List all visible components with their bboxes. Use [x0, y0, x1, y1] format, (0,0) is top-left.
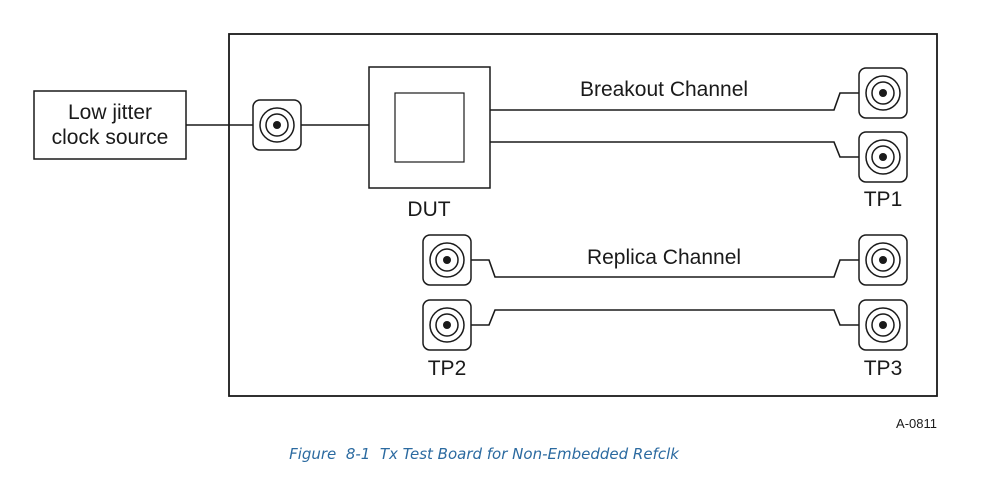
tp2-label: TP2: [428, 357, 467, 380]
figure-caption: Figure 8-1 Tx Test Board for Non-Embedde…: [289, 445, 680, 463]
coax-connector-icon: [422, 299, 472, 351]
clock-source-box: [33, 90, 187, 160]
tp1-label: TP1: [864, 188, 903, 211]
clock-source-label-line1: Low jitter: [68, 101, 152, 124]
replica-trace-top: [471, 259, 860, 278]
coax-connector-icon: [252, 99, 302, 151]
coax-connector-icon: [858, 67, 908, 119]
dut-label: DUT: [407, 198, 450, 221]
test-board-outline: [228, 33, 938, 397]
coax-connector-icon: [858, 234, 908, 286]
tp3-label: TP3: [864, 357, 903, 380]
figure-reference-id: A-0811: [896, 416, 937, 431]
replica-trace-bottom: [471, 309, 860, 326]
coax-connector-icon: [422, 234, 472, 286]
coax-connector-icon: [858, 131, 908, 183]
clock-source-label-line2: clock source: [52, 126, 169, 149]
coax-connector-icon: [858, 299, 908, 351]
replica-channel-label: Replica Channel: [587, 246, 741, 269]
dut-inner-box: [394, 92, 465, 163]
breakout-trace-top: [490, 92, 860, 111]
breakout-channel-label: Breakout Channel: [580, 78, 748, 101]
breakout-trace-bottom: [490, 141, 860, 158]
